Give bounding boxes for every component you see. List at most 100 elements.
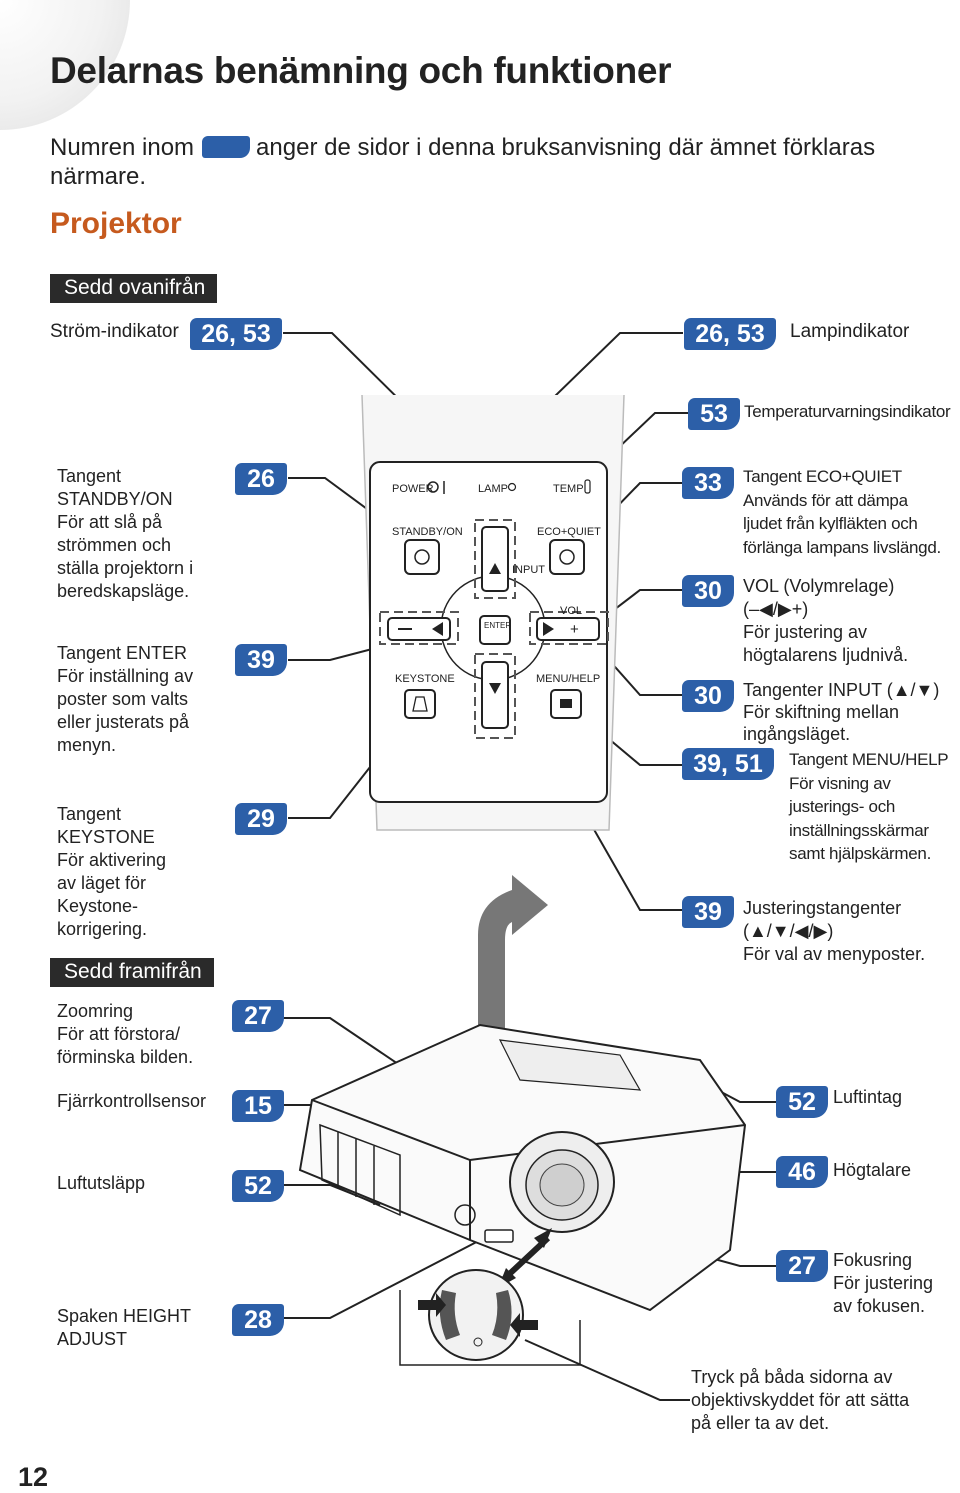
input-pages: 30 <box>682 680 734 712</box>
standby-button <box>404 539 440 575</box>
intake-pages: 52 <box>776 1086 828 1118</box>
eco-line-1: Tangent ECO+QUIET <box>743 467 902 486</box>
zoom-description: Zoomring För att förstora/ förminska bil… <box>57 1000 232 1069</box>
input-label: INPUT <box>512 564 545 576</box>
focus-line-2: För justering <box>833 1273 934 1293</box>
lens-cap <box>399 1228 581 1366</box>
vol-line-2: (–◀/▶+) <box>743 599 809 619</box>
input-line-2: För skiftning mellan <box>743 702 900 722</box>
eco-line-3: ljudet från kylfläkten och <box>743 514 918 533</box>
adjust-line-1: Justeringstangenter <box>743 898 902 918</box>
zoom-pages: 27 <box>232 1000 284 1032</box>
enter-line-5: menyn. <box>57 735 117 755</box>
panel-indicators: POWER LAMP TEMP <box>392 479 591 495</box>
enter-description: Tangent ENTER För inställning av poster … <box>57 642 227 757</box>
eco-leaf-icon <box>559 549 575 565</box>
standby-power-icon <box>414 549 430 565</box>
lamp-label: LAMP <box>478 483 508 495</box>
power-label: POWER <box>392 483 434 495</box>
temp-indicator-pages: 53 <box>688 398 740 430</box>
keystone-line-1: Tangent <box>57 804 122 824</box>
up-arrow-icon <box>489 563 501 574</box>
vol-line-1: VOL (Volymrelage) <box>743 576 895 596</box>
input-line-1: Tangenter INPUT (▲/▼) <box>743 680 940 700</box>
page-ref-marker-icon <box>202 136 251 158</box>
input-description: Tangenter INPUT (▲/▼) För skiftning mell… <box>743 679 958 745</box>
lens-cap-description: Tryck på båda sidorna av objektivskyddet… <box>691 1366 956 1435</box>
height-line-2: ADJUST <box>57 1329 128 1349</box>
highlight-boxes <box>379 519 609 739</box>
lens-cap-line-3: på eller ta av det. <box>691 1413 830 1433</box>
enter-line-2: För inställning av <box>57 666 194 686</box>
height-line-1: Spaken HEIGHT <box>57 1306 192 1326</box>
input-up-button <box>481 526 509 592</box>
enter-line-4: eller justerats på <box>57 712 190 732</box>
standby-line-6: beredskapsläge. <box>57 581 190 601</box>
intake-label: Luftintag <box>833 1087 903 1107</box>
lens-cap-line-2: objektivskyddet för att sätta <box>691 1390 910 1410</box>
focus-line-3: av fokusen. <box>833 1296 926 1316</box>
menu-icon <box>560 699 572 708</box>
eco-pages: 33 <box>682 467 734 499</box>
front-view-header: Sedd framifrån <box>50 958 214 987</box>
keystone-line-4: av läget för <box>57 873 147 893</box>
standby-line-4: strömmen och <box>57 535 172 555</box>
menu-description: Tangent MENU/HELP För visning av justeri… <box>789 748 959 866</box>
standby-label: STANDBY/ON <box>392 526 463 538</box>
page-title: Delarnas benämning och funktioner <box>50 50 672 91</box>
speaker-label: Högtalare <box>833 1160 912 1180</box>
height-description: Spaken HEIGHT ADJUST <box>57 1305 232 1351</box>
keystone-line-5: Keystone- <box>57 896 139 916</box>
page-number: 12 <box>18 1462 49 1492</box>
standby-pages: 26 <box>235 463 287 495</box>
enter-button <box>479 615 511 645</box>
standby-line-3: För att slå på <box>57 512 163 532</box>
adjust-line-3: För val av menyposter. <box>743 944 926 964</box>
zoom-line-3: förminska bilden. <box>57 1047 194 1067</box>
plus-sign: + <box>570 621 579 638</box>
panel-buttons: STANDBY/ON ECO+QUIET INPUT + VOL ENTER K… <box>387 526 601 729</box>
vol-label: VOL <box>560 605 582 617</box>
menu-line-2: För visning av <box>789 773 891 793</box>
focus-description: Fokusring För justering av fokusen. <box>833 1249 958 1318</box>
exhaust-grille <box>319 1123 401 1217</box>
exhaust-label: Luftutsläpp <box>57 1173 146 1193</box>
focus-pages: 27 <box>776 1250 828 1282</box>
adjust-pages: 39 <box>682 896 734 928</box>
keystone-label: KEYSTONE <box>395 673 455 685</box>
keystone-pages: 29 <box>235 803 287 835</box>
menu-pages: 39, 51 <box>682 748 774 780</box>
height-pages: 28 <box>232 1304 284 1336</box>
eco-button <box>549 539 585 575</box>
vol-line-4: högtalarens ljudnivå. <box>743 645 909 665</box>
standby-line-1: Tangent <box>57 466 122 486</box>
power-symbol-icon <box>427 481 439 493</box>
vol-line-3: För justering av <box>743 622 868 642</box>
menu-label: MENU/HELP <box>536 673 600 685</box>
intro-before: Numren inom <box>50 134 195 161</box>
adjust-line-2: (▲/▼/◀/▶) <box>743 921 834 941</box>
keystone-line-6: korrigering. <box>57 919 148 939</box>
down-arrow-icon <box>489 683 501 694</box>
zoom-line-2: För att förstora/ <box>57 1024 181 1044</box>
power-indicator-label: Ström-indikator <box>50 321 179 342</box>
turn-arrow-icon <box>478 875 548 1045</box>
intro-after: anger de sidor i denna bruksanvisning dä… <box>50 134 876 190</box>
lamp-indicator-pages: 26, 53 <box>684 318 776 350</box>
standby-description: Tangent STANDBY/ON För att slå på strömm… <box>57 465 227 603</box>
vol-description: VOL (Volymrelage) (–◀/▶+) För justering … <box>743 575 958 667</box>
keystone-description: Tangent KEYSTONE För aktivering av läget… <box>57 803 227 941</box>
lens-cap-line-1: Tryck på båda sidorna av <box>691 1367 893 1387</box>
menu-line-5: samt hjälpskärmen. <box>789 844 931 863</box>
remote-sensor-label: Fjärrkontrollsensor <box>57 1091 207 1111</box>
eco-line-4: förlänga lampans livslängd. <box>743 537 941 557</box>
top-view-header: Sedd ovanifrån <box>50 274 218 303</box>
section-title: Projektor <box>50 207 182 240</box>
input-down-button <box>481 661 509 729</box>
top-control-panel <box>498 1039 642 1091</box>
zoom-line-1: Zoomring <box>57 1001 134 1021</box>
exhaust-pages: 52 <box>232 1170 284 1202</box>
enter-line-3: poster som valts <box>57 689 189 709</box>
